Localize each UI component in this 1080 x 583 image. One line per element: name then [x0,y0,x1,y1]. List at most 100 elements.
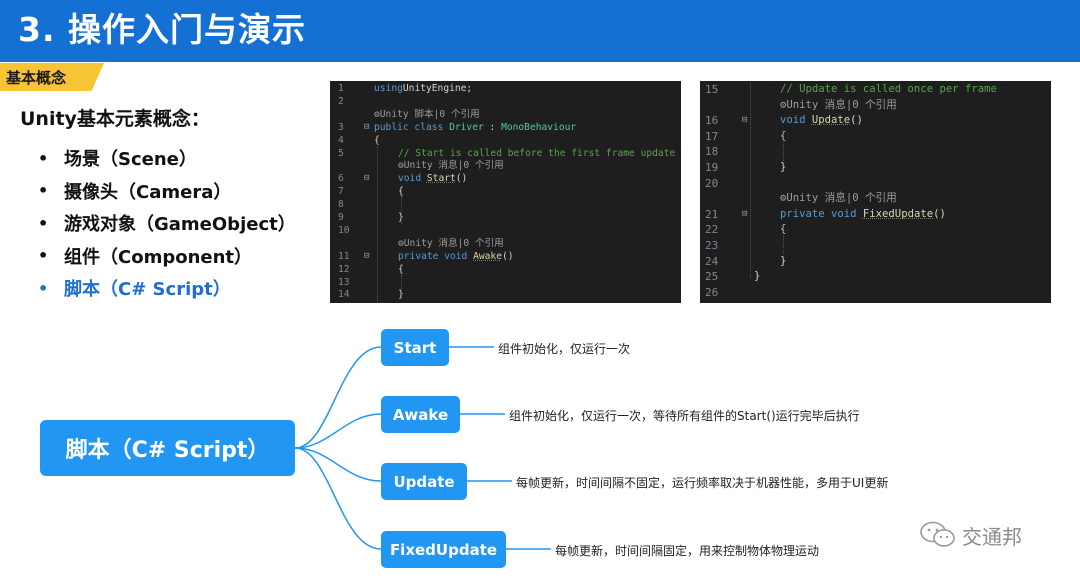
code-line: ⚙Unity 消息|0 个引用 [330,237,681,250]
header-bar: 3. 操作入门与演示 [0,0,1080,62]
concept-label: 场景（Scene） [64,149,197,171]
code-text: } [780,161,787,173]
code-line: 4{ [330,134,681,147]
watermark-text: 交通邦 [962,524,1022,549]
bullet-dot: • [38,148,49,168]
code-line: 22{ [700,223,1051,236]
code-text: private void FixedUpdate() [780,207,946,220]
line-number: 17 [705,129,719,143]
connector-awake [294,413,382,449]
code-line: 6 void Start() ⊟ [330,172,681,185]
concept-item-active: •脚本（C# Script） [38,272,296,305]
node-fixedupdate: FixedUpdate [381,531,506,568]
bullet-dot: • [38,213,49,233]
code-line: 13 [330,276,681,289]
code-text: ⚙Unity 消息|0 个引用 [780,98,897,111]
line-number: 7 [338,186,344,198]
fold-toggle-icon[interactable]: ⊟ [364,173,370,184]
desc-start: 组件初始化，仅运行一次 [498,342,631,356]
line-number: 6 [338,173,344,185]
line-number: 9 [338,212,344,223]
section-tag: 基本概念 [0,63,104,91]
code-text: { [398,263,404,275]
code-line: 15// Update is called once per frame [700,83,1051,96]
line-number: 19 [705,161,719,174]
code-line: 9} [330,211,681,224]
code-line: 23 [700,239,1051,252]
bullet-dot: • [38,181,49,201]
code-line: 8 [330,198,681,211]
line-number: 25 [705,270,719,284]
fold-toggle-icon[interactable]: ⊟ [364,121,370,132]
concept-item: • 摄像头（Camera） [38,175,296,208]
line-number: 13 [338,276,350,288]
line-number: 5 [338,147,344,159]
concept-item: • 场景（Scene） [38,142,296,175]
fold-toggle-icon[interactable]: ⊟ [742,115,748,126]
concept-list: • 场景（Scene） • 摄像头（Camera） •游戏对象（GameObject… [38,142,296,305]
code-text: { [398,186,404,198]
fold-toggle-icon[interactable]: ⊟ [364,250,370,261]
code-line: 24} [700,255,1051,268]
code-line: 25} [700,270,1051,283]
line-number: 8 [338,199,344,211]
subtitle: Unity基本元素概念： [20,108,210,130]
code-text: // Start is called before the first fram… [398,147,676,159]
code-text: void Update() [780,114,863,127]
fold-toggle-icon[interactable]: ⊟ [742,208,748,219]
code-text: // Update is called once per frame [780,83,997,95]
code-line: 19} [700,161,1051,174]
indent-guide [377,143,378,303]
code-text: } [398,289,404,301]
code-text: private void Awake() [398,250,514,262]
code-line: 10 [330,224,681,237]
code-line: ⚙Unity 脚本|0 个引用 [330,108,681,121]
desc-awake: 组件初始化，仅运行一次，等待所有组件的Start()运行完毕后执行 [509,409,860,423]
code-line: 14} [330,288,681,301]
code-line: 12 { [330,263,681,276]
connector-update [294,447,382,482]
code-text: } [754,270,761,283]
concept-item: • 组件（Component） [38,240,296,273]
line-number: 24 [705,254,719,268]
code-line: 20 [700,177,1051,190]
code-panel-right: 15// Update is called once per frame ⚙Uni… [700,81,1051,303]
line-number: 12 [338,263,350,275]
wechat-icon [920,521,955,547]
code-line: 3 public class Driver : MonoBehaviour ⊟ [330,121,681,134]
line-number: 26 [705,285,719,299]
code-line: 5 // Start is called before the first fra… [330,147,681,160]
line-number: 2 [338,95,344,107]
bullet-dot: • [38,246,49,266]
code-text: void Start() [398,173,468,185]
mindmap-connectors [294,346,551,550]
connector-start [294,346,382,449]
line-number: 18 [705,145,719,159]
connector-fixedupdate [294,447,382,550]
line-number: 11 [338,250,350,262]
concept-item: •游戏对象（GameObject） [38,207,296,240]
code-text: { [374,134,380,146]
mindmap-root: 脚本（C# Script） [40,420,295,476]
indent-guide [783,132,784,161]
node-start: Start [381,329,449,366]
code-text: usingUnityEngine; [374,83,473,94]
code-line: 2 [330,95,681,108]
line-number: 22 [705,223,719,237]
line-number: 3 [338,121,344,133]
mindmap: 脚本（C# Script） Start 组件初始化，仅运行一次 Awake 组件… [0,320,1080,583]
desc-fixedupdate: 每帧更新，时间间隔固定，用来控制物体物理运动 [555,544,820,558]
concept-label: 摄像头（Camera） [64,181,232,203]
indent-guide [783,225,784,254]
code-line: 11 private void Awake() ⊟ [330,250,681,263]
code-text: } [780,254,787,267]
code-line: 18 [700,145,1051,158]
code-text: public class Driver : MonoBehaviour [374,121,577,133]
code-line: 16 void Update() ⊟ [700,114,1051,127]
node-update: Update [381,463,467,500]
concept-label: 组件（Component） [64,246,253,268]
code-text: ⚙Unity 消息|0 个引用 [398,160,504,172]
code-line: 26 [700,286,1051,299]
line-number: 16 [705,114,719,128]
